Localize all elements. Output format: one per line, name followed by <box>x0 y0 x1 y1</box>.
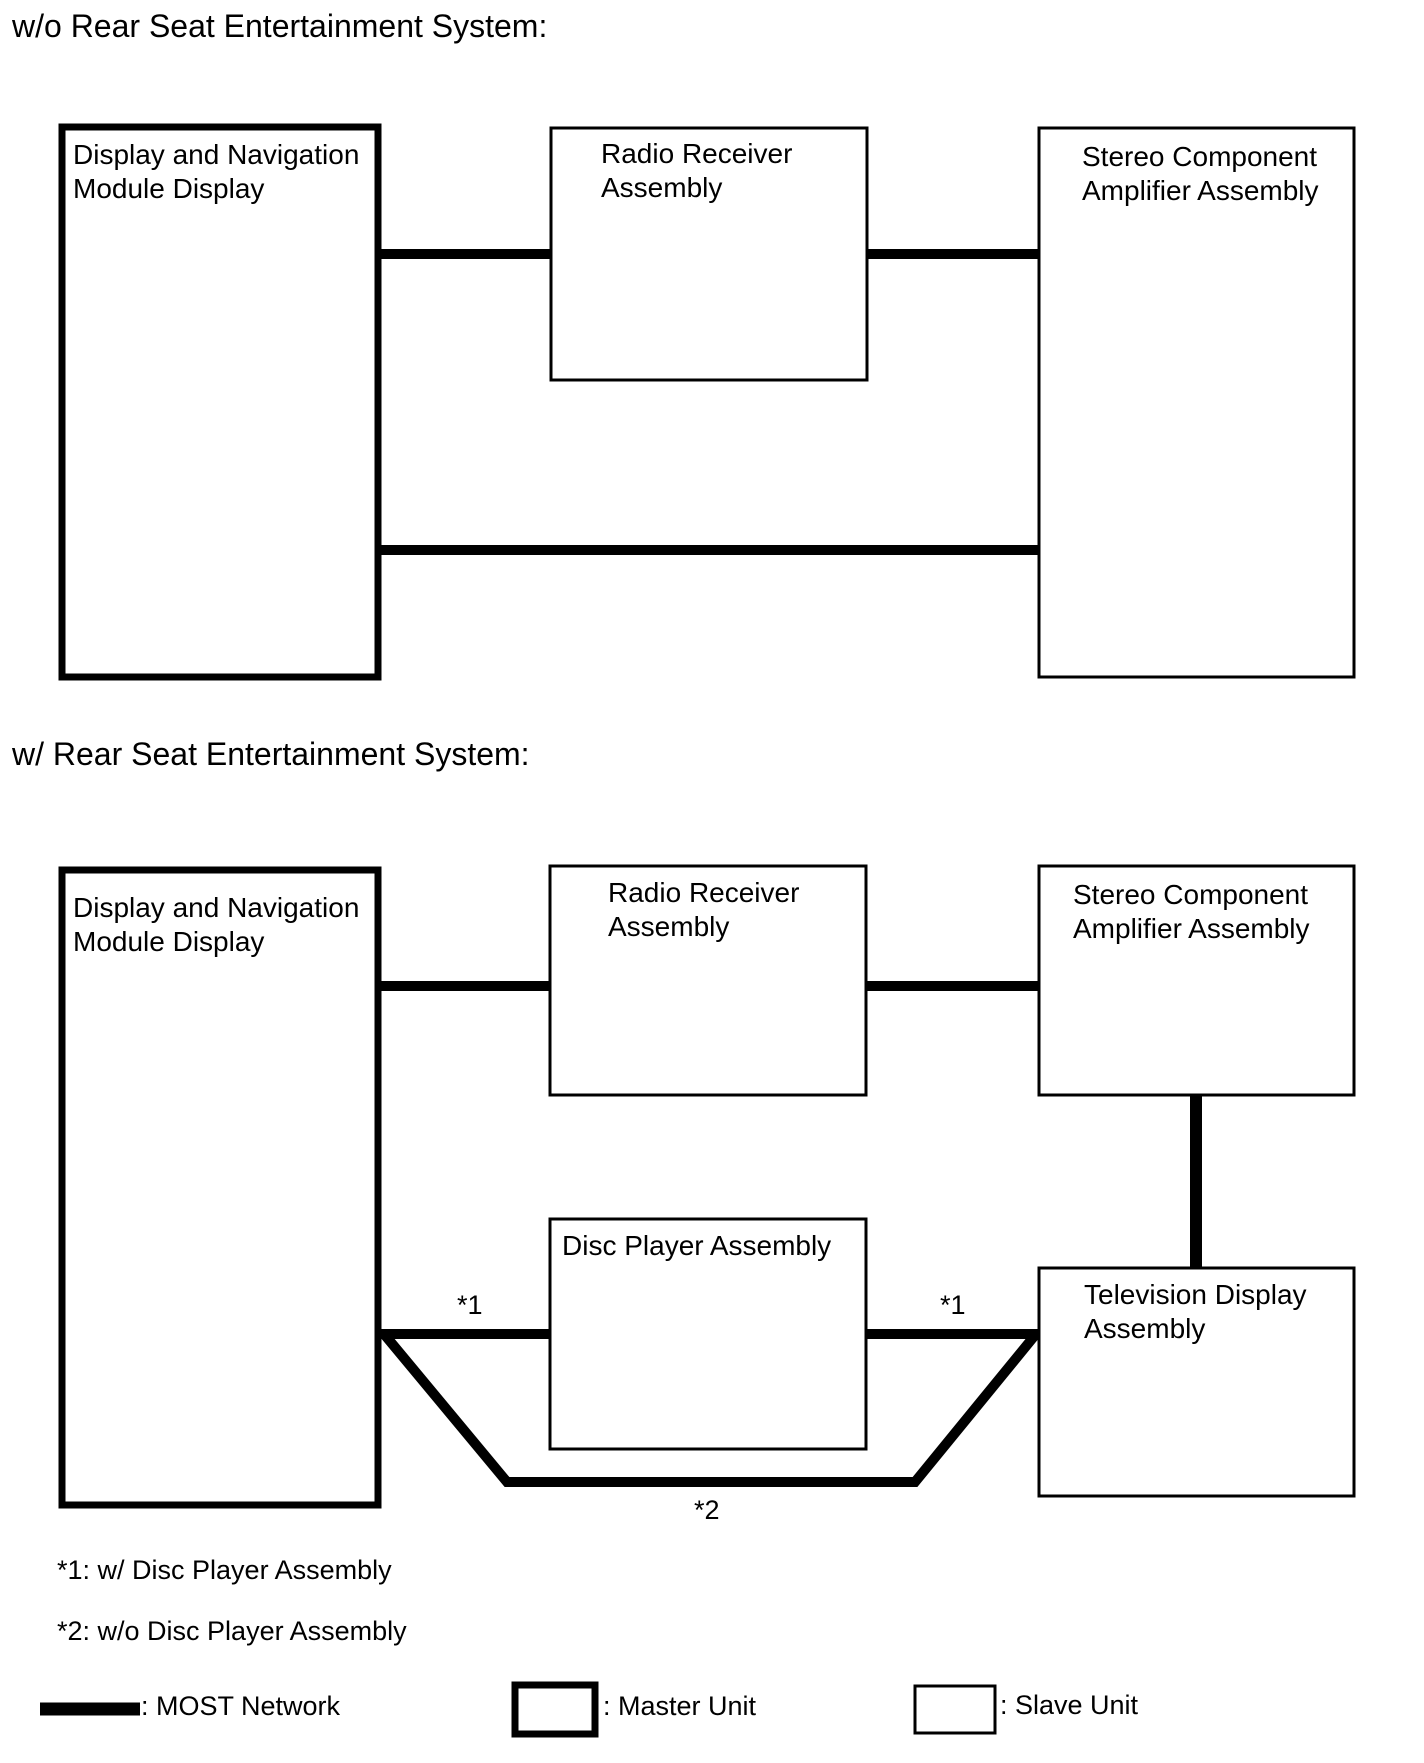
footnote-2: *2: w/o Disc Player Assembly <box>57 1616 407 1646</box>
label-disc-player: Disc Player Assembly <box>562 1230 832 1261</box>
legend-slave-unit-label: : Slave Unit <box>1000 1690 1139 1720</box>
mark-2: *2 <box>694 1495 720 1525</box>
box-radio-2 <box>548 864 868 1097</box>
label-radio-1: Radio Receiver Assembly <box>601 138 793 203</box>
link-display-television-bypass <box>380 1330 1040 1487</box>
legend-master-unit-label: : Master Unit <box>603 1691 757 1721</box>
box-display-nav-1 <box>58 123 382 681</box>
label-radio-2: Radio Receiver Assembly <box>608 877 800 942</box>
label-television: Television Display Assembly <box>1084 1279 1307 1344</box>
mark-1-left: *1 <box>457 1290 483 1320</box>
legend-slave-unit-box <box>913 1684 997 1735</box>
label-amplifier-2: Stereo Component Amplifier Assembly <box>1073 879 1310 944</box>
box-amplifier-1 <box>1037 126 1356 679</box>
legend-most-network-label: : MOST Network <box>141 1691 341 1721</box>
label-display-nav-2: Display and Navigation Module Display <box>73 892 360 957</box>
heading-with-rse: w/ Rear Seat Entertainment System: <box>12 736 530 772</box>
legend-master-unit-box <box>511 1681 599 1738</box>
label-amplifier-1: Stereo Component Amplifier Assembly <box>1082 141 1319 206</box>
label-display-nav-1: Display and Navigation Module Display <box>73 139 360 204</box>
heading-without-rse: w/o Rear Seat Entertainment System: <box>12 8 548 44</box>
footnote-1: *1: w/ Disc Player Assembly <box>57 1555 392 1585</box>
box-display-nav-2 <box>58 866 382 1509</box>
mark-1-right: *1 <box>940 1290 966 1320</box>
